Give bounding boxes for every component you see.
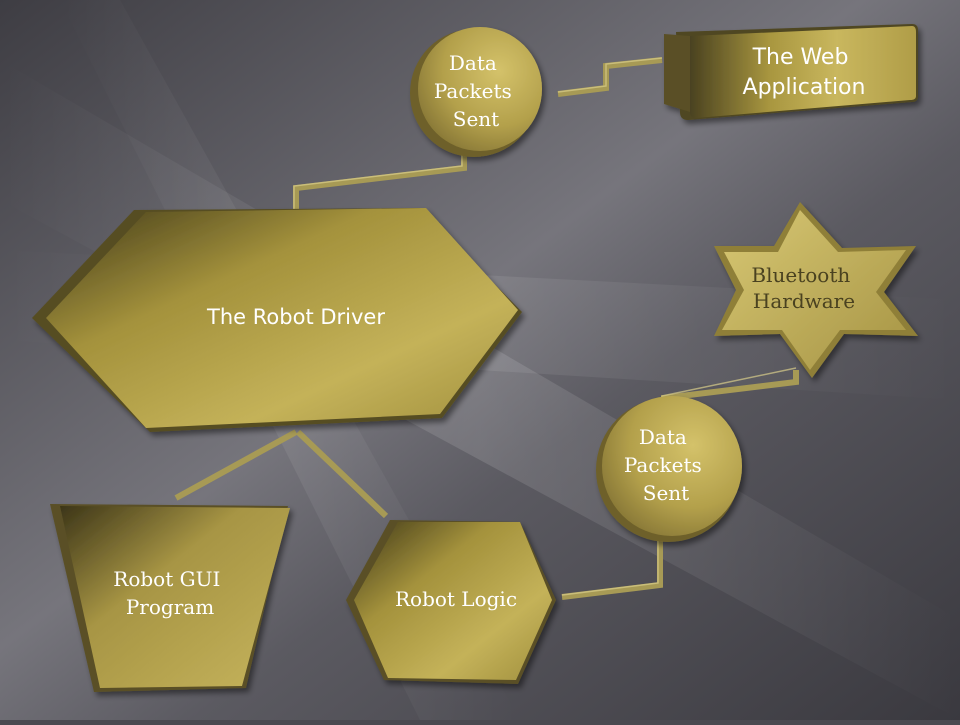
node-robot-driver: [32, 208, 522, 432]
connector-driver-to-logic: [295, 429, 389, 519]
node-robot-gui-program: [50, 504, 290, 692]
connector-packets-to-driver: [293, 146, 467, 216]
connector-driver-to-gui: [174, 429, 298, 501]
connector-packets-to-logic: [561, 526, 663, 600]
node-bluetooth-hardware: [714, 202, 918, 378]
node-data-packets-top: [410, 27, 542, 157]
node-data-packets-bottom: [596, 396, 742, 542]
node-web-application: [664, 24, 918, 120]
node-robot-logic: [346, 520, 556, 684]
